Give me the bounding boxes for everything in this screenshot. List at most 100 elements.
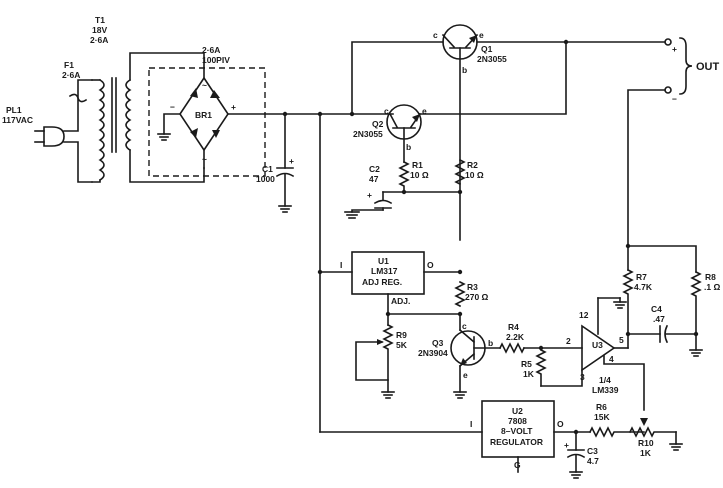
r3-ref: R3 xyxy=(467,282,478,292)
c4-ref: C4 xyxy=(651,304,662,314)
u2-desc1: 8–VOLT xyxy=(501,426,533,436)
potentiometer-r10: R10 1K xyxy=(628,418,683,458)
out-label: OUT xyxy=(696,61,720,73)
u3-pin-3: 3 xyxy=(580,372,585,382)
br1-plus: + xyxy=(231,102,236,112)
br1-ref: BR1 xyxy=(195,110,212,120)
q3-b: b xyxy=(488,338,493,348)
r9-ref: R9 xyxy=(396,330,407,340)
transistor-q3: c b e Q3 2N3904 xyxy=(418,313,501,399)
q2-ref: Q2 xyxy=(372,119,384,129)
out-minus: − xyxy=(672,94,677,104)
r1-value: 10 Ω xyxy=(410,170,429,180)
resistor-r6: R6 15K xyxy=(588,402,645,438)
fuse-f1: F1 2·6A xyxy=(62,60,88,103)
q1-c: c xyxy=(433,30,438,40)
r2-ref: R2 xyxy=(467,160,478,170)
resistor-r4: R4 2.2K xyxy=(498,322,526,354)
resistor-r2: R2 10 Ω xyxy=(454,158,484,186)
regulator-u1: U1 LM317 ADJ REG. I O ADJ. xyxy=(340,251,434,306)
r3-value: 270 Ω xyxy=(465,292,489,302)
f1-ref: F1 xyxy=(64,60,74,70)
c3-value: 4.7 xyxy=(587,456,599,466)
r6-value: 15K xyxy=(594,412,610,422)
bridge-br1: BR1 2·6A 100PIV ~ ~ + − xyxy=(148,45,266,177)
pl1-value: 117VAC xyxy=(2,115,33,125)
transformer-t1: T1 18V 2·6A xyxy=(90,15,132,183)
u3-pin-4: 4 xyxy=(609,354,614,364)
q3-e: e xyxy=(463,370,468,380)
r8-ref: R8 xyxy=(705,272,716,282)
u2-desc2: REGULATOR xyxy=(490,437,543,447)
q1-ref: Q1 xyxy=(481,44,493,54)
br1-v1: 2·6A xyxy=(202,45,220,55)
r6-ref: R6 xyxy=(596,402,607,412)
c1-ref: C1 xyxy=(262,164,273,174)
q2-b: b xyxy=(406,142,411,152)
r2-value: 10 Ω xyxy=(465,170,484,180)
transistor-q1: c e b Q1 2N3055 xyxy=(433,24,507,241)
u3-part: 1/4 xyxy=(599,375,611,385)
potentiometer-r9: R9 5K xyxy=(355,323,408,399)
u1-part: LM317 xyxy=(371,266,398,276)
br1-tilde-top: ~ xyxy=(202,80,207,90)
t1-v1: 18V xyxy=(92,25,107,35)
pl1-ref: PL1 xyxy=(6,105,22,115)
r5-ref: R5 xyxy=(521,359,532,369)
r4-value: 2.2K xyxy=(506,332,525,342)
t1-ref: T1 xyxy=(95,15,105,25)
u2-part: 7808 xyxy=(508,416,527,426)
c2-value: 47 xyxy=(369,174,379,184)
resistor-r8: R8 .1 Ω xyxy=(689,270,720,357)
u3-pin-5: 5 xyxy=(619,335,624,345)
f1-value: 2·6A xyxy=(62,70,80,80)
u3-ref: U3 xyxy=(592,340,603,350)
c4-value: .47 xyxy=(653,314,665,324)
comparator-u3: U3 12 2 3 5 4 1/4 LM339 xyxy=(566,297,645,411)
r4-ref: R4 xyxy=(508,322,519,332)
transistor-q2: c e b Q2 2N3055 xyxy=(353,104,427,163)
r10-value: 1K xyxy=(640,448,652,458)
r5-value: 1K xyxy=(523,369,535,379)
u1-ref: U1 xyxy=(378,256,389,266)
u1-pin-o: O xyxy=(427,260,434,270)
q1-value: 2N3055 xyxy=(477,54,507,64)
out-plus: + xyxy=(672,44,677,54)
capacitor-c3: C3 4.7 + xyxy=(564,431,599,479)
capacitor-c4: C4 .47 xyxy=(627,304,697,344)
q1-b: b xyxy=(462,65,467,75)
r8-value: .1 Ω xyxy=(704,282,720,292)
c1-value: 1000 xyxy=(256,174,275,184)
resistor-r7: R7 4.7K xyxy=(622,268,653,349)
r10-ref: R10 xyxy=(638,438,654,448)
c2-ref: C2 xyxy=(369,164,380,174)
t1-v2: 2·6A xyxy=(90,35,108,45)
capacitor-c2: C2 47 + xyxy=(344,164,393,219)
resistor-r5: R5 1K xyxy=(521,348,547,387)
r7-ref: R7 xyxy=(636,272,647,282)
q3-c: c xyxy=(462,321,467,331)
resistor-r3: R3 270 Ω xyxy=(454,280,489,308)
q2-value: 2N3055 xyxy=(353,129,383,139)
br1-tilde-bottom: ~ xyxy=(202,154,207,164)
r1-ref: R1 xyxy=(412,160,423,170)
r9-value: 5K xyxy=(396,340,408,350)
u3-pin-12: 12 xyxy=(579,310,589,320)
output-terminals: + − OUT xyxy=(672,37,720,104)
q2-c: c xyxy=(384,106,389,116)
plug-pl1: PL1 117VAC xyxy=(2,105,65,147)
br1-minus: − xyxy=(170,102,175,112)
u1-pin-adj: ADJ. xyxy=(391,296,410,306)
q3-ref: Q3 xyxy=(432,338,444,348)
u3-pin-2: 2 xyxy=(566,336,571,346)
q2-e: e xyxy=(422,106,427,116)
resistor-r1: R1 10 Ω xyxy=(398,160,429,193)
r7-value: 4.7K xyxy=(634,282,653,292)
capacitor-c1: C1 1000 + xyxy=(256,113,295,213)
c1-plus: + xyxy=(289,156,294,166)
q1-e: e xyxy=(479,30,484,40)
c3-ref: C3 xyxy=(587,446,598,456)
u1-desc: ADJ REG. xyxy=(362,277,402,287)
u2-ref: U2 xyxy=(512,406,523,416)
